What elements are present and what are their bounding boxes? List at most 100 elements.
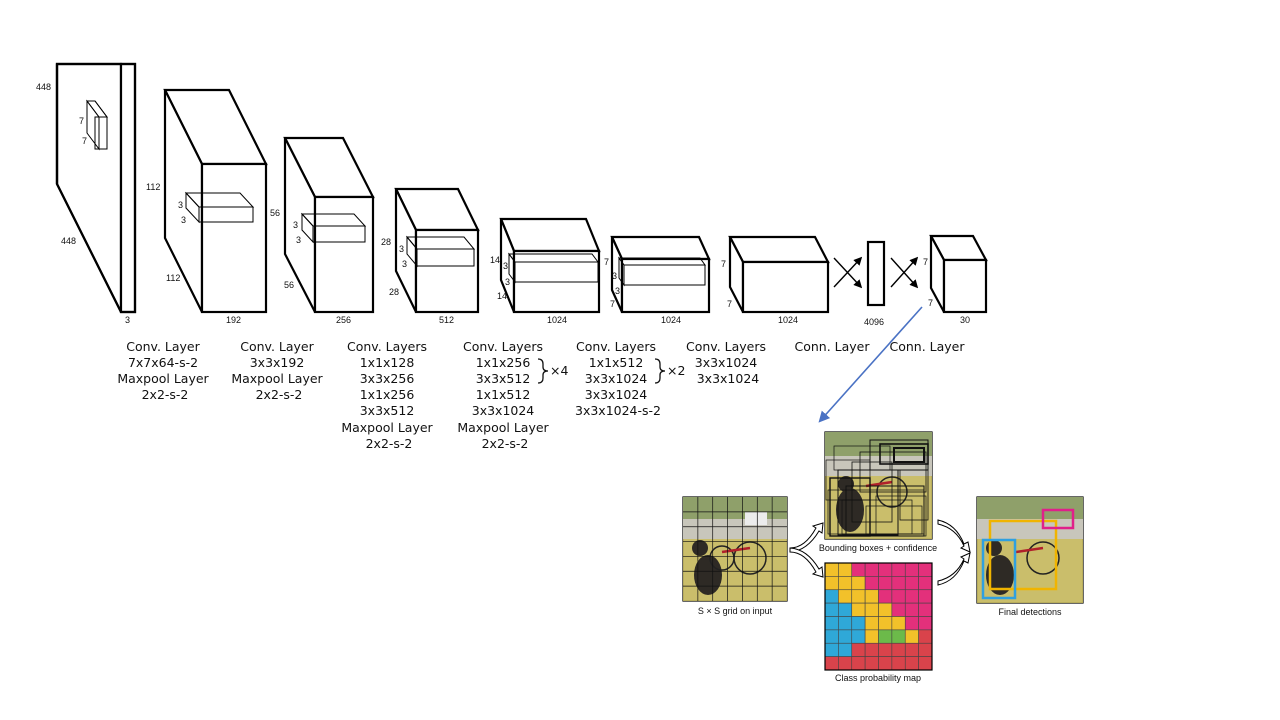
classmap-cell [904,602,919,617]
bbox-rect [833,445,891,471]
bounding-boxes-caption: Bounding boxes + confidence [819,543,937,553]
bbox-rect [879,443,929,465]
conv-block-4: 14 14 1024 3 3 [490,217,601,325]
classmap-cell [891,642,906,657]
classmap-cell [878,576,893,591]
bbox-rect [865,505,923,535]
block3-depth-label: 512 [439,315,454,325]
grid-input-caption: S × S grid on input [698,606,773,616]
output-to-pipeline-arrow [818,306,923,423]
conv-block-3: 28 28 512 3 3 [381,187,480,325]
bbox-rect [829,477,871,537]
classmap-cell [878,562,893,577]
block4-depth-label: 1024 [547,315,567,325]
bounding-boxes-panel: Bounding boxes + confidence [819,431,937,553]
classmap-cell [918,656,933,671]
classmap-cell [838,602,853,617]
block5-height-label: 7 [604,257,609,267]
classmap-cell [878,616,893,631]
classmap-cell [838,576,853,591]
block5-width-label: 7 [610,299,615,309]
input-depth-label: 3 [125,315,130,325]
classmap-cell [878,602,893,617]
conv-block-5: 7 7 1024 3 3 [604,235,711,325]
bbox-rect [851,461,893,523]
block4-height-label: 14 [490,255,500,265]
classmap-cell [918,576,933,591]
fc-layer-block: 4096 [864,240,886,327]
final-detections-panel: Final detections [976,496,1084,617]
classmap-cell [904,642,919,657]
bbox-rect [825,459,871,501]
output-height-label: 7 [923,257,928,267]
class-probability-panel: Class probability map [824,562,933,683]
classmap-cell [864,602,879,617]
block2-kernel-w-label: 3 [296,235,301,245]
classmap-cells [824,562,933,671]
classmap-cell [878,642,893,657]
classmap-cell [838,642,853,657]
block4-width-label: 14 [497,291,507,301]
classmap-cell [824,589,839,604]
output-depth-label: 30 [960,315,970,325]
classmap-cell [918,616,933,631]
fc-depth-label: 4096 [864,317,884,327]
classmap-cell [864,589,879,604]
classmap-cell [838,562,853,577]
block3-height-label: 28 [381,237,391,247]
classmap-cell [838,656,853,671]
layer-descriptions: Conv. Layer 7x7x64-s-2 Maxpool Layer 2x2… [117,339,965,451]
block2-depth-label: 256 [336,315,351,325]
classmap-cell [824,616,839,631]
block1-kernel-h-label: 3 [178,200,183,210]
classmap-cell [851,562,866,577]
repeat-brace-4 [537,358,549,384]
classmap-cell [824,576,839,591]
classmap-cell [904,616,919,631]
classmap-cell [824,629,839,644]
input-kernel-h-label: 7 [79,116,84,126]
block2-width-label: 56 [284,280,294,290]
layer-desc-8: Conn. Layer [889,339,965,354]
classmap-cell [864,562,879,577]
conv-block-6: 7 7 1024 [721,235,830,325]
bike-detection-box [988,519,1058,591]
input-image-block: 448 448 3 7 7 [36,62,137,325]
classmap-cell [864,616,879,631]
fully-connected-arrows-1 [833,256,863,289]
classmap-cell [918,562,933,577]
classmap-cell [851,642,866,657]
layer-desc-7: Conn. Layer [794,339,870,354]
classmap-cell [891,616,906,631]
classmap-cell [918,642,933,657]
layer-desc-5: Conv. Layers 1x1x512 3x3x1024 3x3x1024 3… [575,339,661,418]
block1-height-label: 112 [146,182,160,192]
grid-lines-input [683,497,787,601]
classmap-cell [864,642,879,657]
merge-arrow-bottom [937,552,971,586]
classmap-cell [904,589,919,604]
block3-kernel-w-label: 3 [402,259,407,269]
block3-kernel-h-label: 3 [399,244,404,254]
classmap-cell [864,656,879,671]
input-kernel [86,99,108,151]
block1-depth-label: 192 [226,315,241,325]
classmap-caption: Class probability map [835,673,921,683]
grid-input-panel: S × S grid on input [682,496,788,616]
block2-height-label: 56 [270,208,280,218]
split-arrow-bottom [789,547,824,578]
block1-kernel-w-label: 3 [181,215,186,225]
classmap-cell [878,589,893,604]
layer-desc-3: Conv. Layers 1x1x128 3x3x256 1x1x256 3x3… [341,339,436,451]
classmap-cell [851,629,866,644]
car-detection-box [1041,508,1075,530]
classmap-cell [904,562,919,577]
classmap-cell [838,629,853,644]
input-width-label: 448 [61,236,76,246]
block2-kernel-h-label: 3 [293,220,298,230]
block5-kernel-h-label: 3 [612,271,617,281]
classmap-cell [891,656,906,671]
block6-depth-label: 1024 [778,315,798,325]
block5-kernel-w-label: 3 [615,286,620,296]
layer-desc-4: Conv. Layers 1x1x256 3x3x512 1x1x512 3x3… [457,339,552,451]
